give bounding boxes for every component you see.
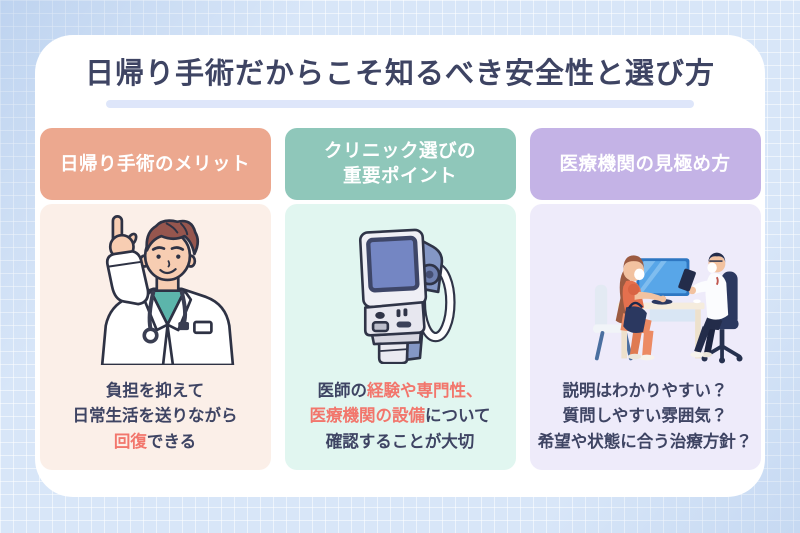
card-text-merit: 負担を抑えて日常生活を送りながら回復できる bbox=[72, 381, 238, 451]
card-header-merit: 日帰り手術のメリット bbox=[39, 128, 271, 200]
card-merit: 日帰り手術のメリット bbox=[39, 128, 271, 470]
title-underline-bar bbox=[106, 100, 694, 109]
card-clinic-points: クリニック選びの重要ポイント bbox=[284, 128, 516, 470]
cards-row: 日帰り手術のメリット bbox=[35, 128, 765, 470]
card-assessment: 医療機関の見極め方 bbox=[529, 128, 761, 470]
doctor-patient-consultation-illustration bbox=[530, 204, 761, 372]
consultation-scene-icon bbox=[593, 252, 743, 363]
card-text-clinic: 医師の経験や専門性、医療機関の設備について確認することが大切 bbox=[309, 381, 491, 451]
card-header-assessment: 医療機関の見極め方 bbox=[529, 128, 761, 200]
page-title: 日帰り手術だからこそ知るべき安全性と選び方 bbox=[84, 58, 715, 90]
card-body-merit: 負担を抑えて日常生活を送りながら回復できる bbox=[39, 204, 271, 470]
doctor-pointing-up-icon bbox=[100, 215, 235, 365]
doctor-pointing-up-illustration bbox=[40, 204, 271, 372]
card-text-assessment: 説明はわかりやすい？質問しやすい雰囲気？希望や状態に合う治療方針？ bbox=[537, 381, 753, 451]
handheld-device-icon bbox=[358, 228, 456, 364]
card-body-assessment: 説明はわかりやすい？質問しやすい雰囲気？希望や状態に合う治療方針？ bbox=[529, 204, 761, 470]
card-header-clinic: クリニック選びの重要ポイント bbox=[284, 128, 516, 200]
title-block: 日帰り手術だからこそ知るべき安全性と選び方 bbox=[35, 55, 765, 109]
card-body-clinic: 医師の経験や専門性、医療機関の設備について確認することが大切 bbox=[284, 204, 516, 470]
content-panel: 日帰り手術だからこそ知るべき安全性と選び方 日帰り手術のメリット bbox=[35, 35, 765, 497]
handheld-medical-device-illustration bbox=[285, 204, 516, 372]
